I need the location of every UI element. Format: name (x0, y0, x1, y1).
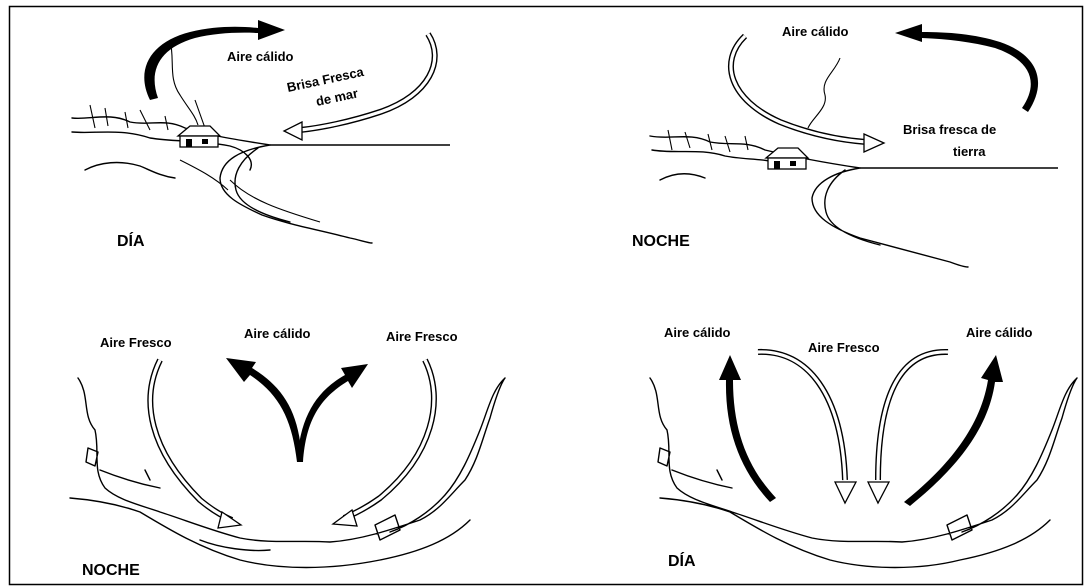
diagram-frame (10, 7, 1083, 585)
valley-outline (650, 378, 1077, 568)
house-icon (178, 126, 220, 147)
warm-air-arrow-right (904, 355, 1003, 506)
coastline (72, 117, 372, 243)
cool-air-arrowhead-right (868, 482, 889, 503)
label-cool-air-right: Aire Fresco (386, 329, 458, 344)
warm-air-arrow-right (297, 364, 368, 462)
cool-air-arrowhead-left (835, 482, 856, 503)
cool-air-arrowhead-left (218, 512, 241, 528)
caption-night: NOCHE (82, 562, 140, 579)
warm-air-arrow-left (226, 358, 302, 462)
label-warm-air: Aire cálido (227, 49, 294, 64)
label-warm-air-right: Aire cálido (966, 325, 1033, 340)
label-cool-air-left: Aire Fresco (100, 335, 172, 350)
coastline (650, 136, 968, 267)
label-warm-air: Aire cálido (244, 326, 311, 341)
warm-air-arrow-left (719, 355, 776, 502)
panel-valley-night: Aire cálido Aire Fresco Aire Fresco NOCH… (70, 326, 505, 579)
cliff-lines (90, 100, 205, 130)
cool-air-arrow-right (878, 352, 948, 480)
land-breeze-arrow (731, 36, 866, 142)
warm-air-arrow (895, 24, 1038, 112)
cool-air-arrowhead-right (333, 510, 357, 526)
sea-breeze-arrowhead (284, 122, 302, 140)
label-warm-air-left: Aire cálido (664, 325, 731, 340)
cool-air-arrow-left (758, 352, 845, 480)
panel-coast-night: Aire cálido Brisa fresca de tierra NOCHE (632, 24, 1058, 267)
panel-valley-day: Aire Fresco Aire cálido Aire cálido DÍA (650, 325, 1077, 570)
land-mountain (170, 40, 198, 125)
cool-air-arrow-left (150, 360, 232, 520)
label-warm-air: Aire cálido (782, 24, 849, 39)
land-breeze-arrowhead (864, 134, 884, 152)
label-breeze-line1: Brisa fresca de (903, 122, 996, 137)
label-breeze-line2: de mar (315, 85, 360, 109)
land-mountain (808, 58, 840, 128)
label-cool-air: Aire Fresco (808, 340, 880, 355)
caption-night: NOCHE (632, 233, 690, 250)
caption-day: DÍA (668, 551, 696, 570)
label-breeze-line2: tierra (953, 144, 986, 159)
cool-air-arrow-right (344, 360, 434, 518)
caption-day: DÍA (117, 231, 145, 250)
panel-coast-day: Aire cálido Brisa Fresca de mar DÍA (72, 20, 450, 250)
